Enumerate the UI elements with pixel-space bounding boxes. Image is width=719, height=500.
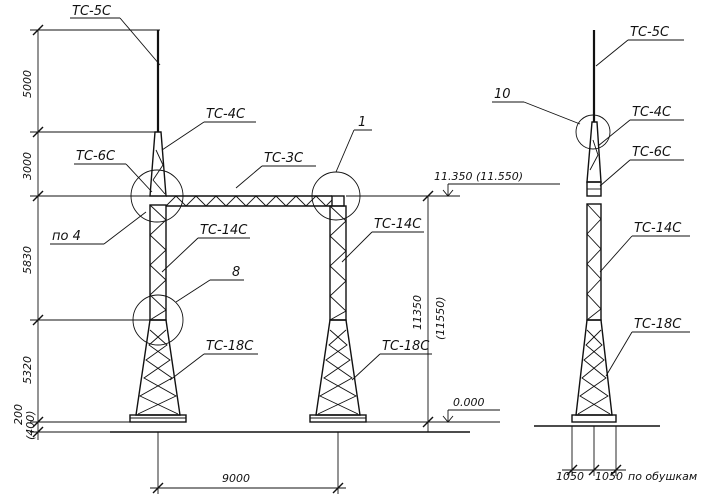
left-dimension-chain: 5000 3000 5830 5320 200 (400) (12, 24, 160, 440)
dim-5830: 5830 (21, 246, 34, 274)
right-side-view: 1050 1050 по обушкам (534, 30, 697, 483)
elevation-zero-label: 0.000 (453, 396, 485, 409)
truss-tc3c (165, 195, 333, 207)
dim-po-obushkam: по обушкам (628, 470, 697, 483)
dim-400: (400) (24, 410, 37, 440)
dim-200: 200 (12, 404, 25, 425)
label-tc4c-right: ТС-4С (632, 105, 672, 120)
left-view-labels: ТС-5С ТС-4С ТС-6С ТС-3С 1 по 4 ТС-14С 8 … (50, 4, 432, 381)
label-tc4c-left: ТС-4С (206, 107, 246, 122)
dim-3000: 3000 (21, 152, 34, 180)
right-view-labels: ТС-5С 10 ТС-4С ТС-6С ТС-14С ТС-18С (492, 25, 690, 377)
dim-1050-a: 1050 (556, 470, 584, 483)
label-tc14c-mid: ТС-14С (374, 217, 422, 232)
label-tc14c-right: ТС-14С (634, 221, 682, 236)
dim-11350: 11350 (411, 295, 424, 330)
middle-column (309, 195, 367, 423)
elevation-top-label: 11.350 (11.550) (434, 170, 523, 183)
label-po4: по 4 (52, 229, 81, 244)
dim-5320: 5320 (21, 356, 34, 384)
dim-9000: 9000 (222, 472, 250, 485)
left-column (129, 30, 187, 423)
dim-5000: 5000 (21, 70, 34, 98)
label-tc5c-right: ТС-5С (630, 25, 670, 40)
bottom-dimension: 9000 (150, 432, 346, 494)
label-tc3c: ТС-3С (264, 151, 304, 166)
label-tc5c-left: ТС-5С (72, 4, 112, 19)
label-tc18c-right: ТС-18С (634, 317, 682, 332)
label-tc6c-right: ТС-6С (632, 145, 672, 160)
dim-1050-b: 1050 (595, 470, 623, 483)
label-tc14c-left: ТС-14С (200, 223, 248, 238)
callout-circles (130, 169, 361, 346)
label-tc18c-left: ТС-18С (206, 339, 254, 354)
dim-11550: (11550) (434, 296, 447, 340)
callout-10: 10 (494, 87, 511, 102)
callout-1: 1 (358, 115, 366, 130)
callout-8: 8 (232, 265, 240, 280)
ground-and-elevations: 11.350 (11.550) 0.000 11350 (11550) (110, 170, 560, 433)
label-tc6c-left: ТС-6С (76, 149, 116, 164)
label-tc18c-mid: ТС-18С (382, 339, 430, 354)
